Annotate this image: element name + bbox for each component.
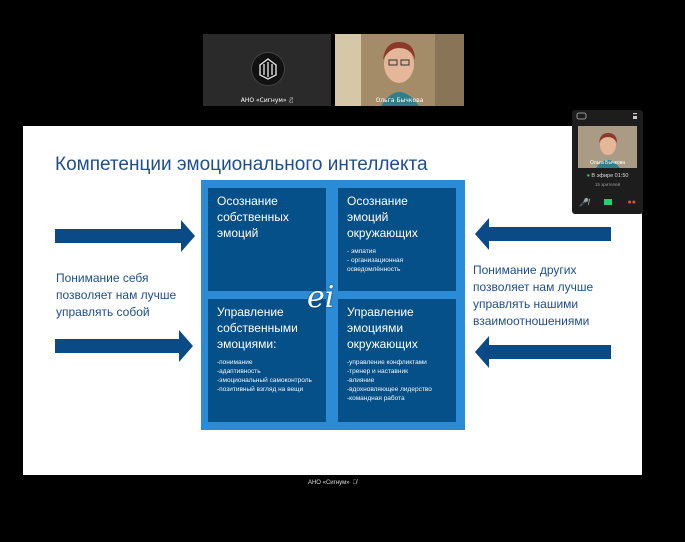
competency-grid: Осознание собственных эмоций Осознание э… bbox=[201, 180, 465, 430]
host-video bbox=[335, 34, 464, 106]
cell-self-awareness: Осознание собственных эмоций bbox=[208, 188, 326, 291]
end-call-icon[interactable]: ●● bbox=[627, 198, 636, 206]
cell-social-awareness: Осознание эмоций окружающих - эмпатия - … bbox=[338, 188, 456, 291]
mic-muted-icon: 🎙̸ bbox=[289, 97, 294, 104]
live-status: ● В эфире 01:50 bbox=[586, 173, 629, 179]
screen-share-icon[interactable] bbox=[604, 199, 613, 205]
minimize-icon bbox=[633, 113, 637, 115]
live-dot-icon: ● bbox=[586, 173, 590, 179]
bottom-label: АНО «Сигнум»🎙̸ bbox=[307, 480, 358, 486]
arrow-right-top bbox=[55, 220, 195, 252]
right-text: Понимание других позволяет нам лучше упр… bbox=[473, 263, 594, 328]
participant-name-host: Ольга Бычкова bbox=[375, 97, 424, 104]
cell-self-management: Управление собственными эмоциями: -поним… bbox=[208, 299, 326, 422]
left-text: Понимание себя позволяет нам лучше управ… bbox=[56, 271, 177, 319]
list-relationship-management: -управление конфликтами -тренер и настав… bbox=[347, 359, 432, 402]
ei-logo: ei bbox=[307, 280, 335, 315]
slide-title: Компетенции эмоционального интеллекта bbox=[55, 154, 428, 175]
participant-tile-org[interactable]: АНО «Сигнум»🎙̸ bbox=[203, 34, 331, 106]
list-self-management: -понимание -адаптивность -эмоциональный … bbox=[217, 359, 312, 393]
participant-name-org: АНО «Сигнум»🎙̸ bbox=[240, 97, 294, 104]
presentation-slide: Компетенции эмоционального интеллекта По… bbox=[23, 126, 642, 475]
self-preview-panel[interactable]: Ольга Бычкова ● В эфире 01:50 15 зрителе… bbox=[572, 110, 643, 214]
org-logo-icon bbox=[251, 52, 285, 86]
mic-muted-icon[interactable]: 🎤̸ bbox=[579, 197, 589, 207]
slide-top-bar bbox=[23, 108, 642, 126]
bottom-bar: АНО «Сигнум»🎙̸ bbox=[23, 475, 642, 494]
arrows-layer bbox=[55, 218, 611, 368]
viewers-count: 15 зрителей bbox=[594, 182, 621, 187]
list-social-awareness: - эмпатия - организационная осведомлённо… bbox=[347, 248, 404, 273]
preview-header bbox=[576, 112, 637, 120]
arrow-left-top bbox=[475, 218, 611, 250]
preview-controls: 🎤̸ ●● bbox=[579, 196, 636, 208]
mic-muted-icon: 🎙̸ bbox=[352, 480, 358, 486]
caption-icon bbox=[576, 112, 587, 120]
preview-name: Ольга Бычкова bbox=[589, 160, 626, 166]
preview-video: Ольга Бычкова bbox=[578, 126, 637, 168]
arrow-left-bottom bbox=[475, 336, 611, 368]
participant-tile-host[interactable]: Ольга Бычкова bbox=[335, 34, 464, 106]
arrow-right-bottom bbox=[55, 330, 193, 362]
cell-relationship-management: Управление эмоциями окружающих -управлен… bbox=[338, 299, 456, 422]
pip-icon bbox=[633, 116, 637, 119]
